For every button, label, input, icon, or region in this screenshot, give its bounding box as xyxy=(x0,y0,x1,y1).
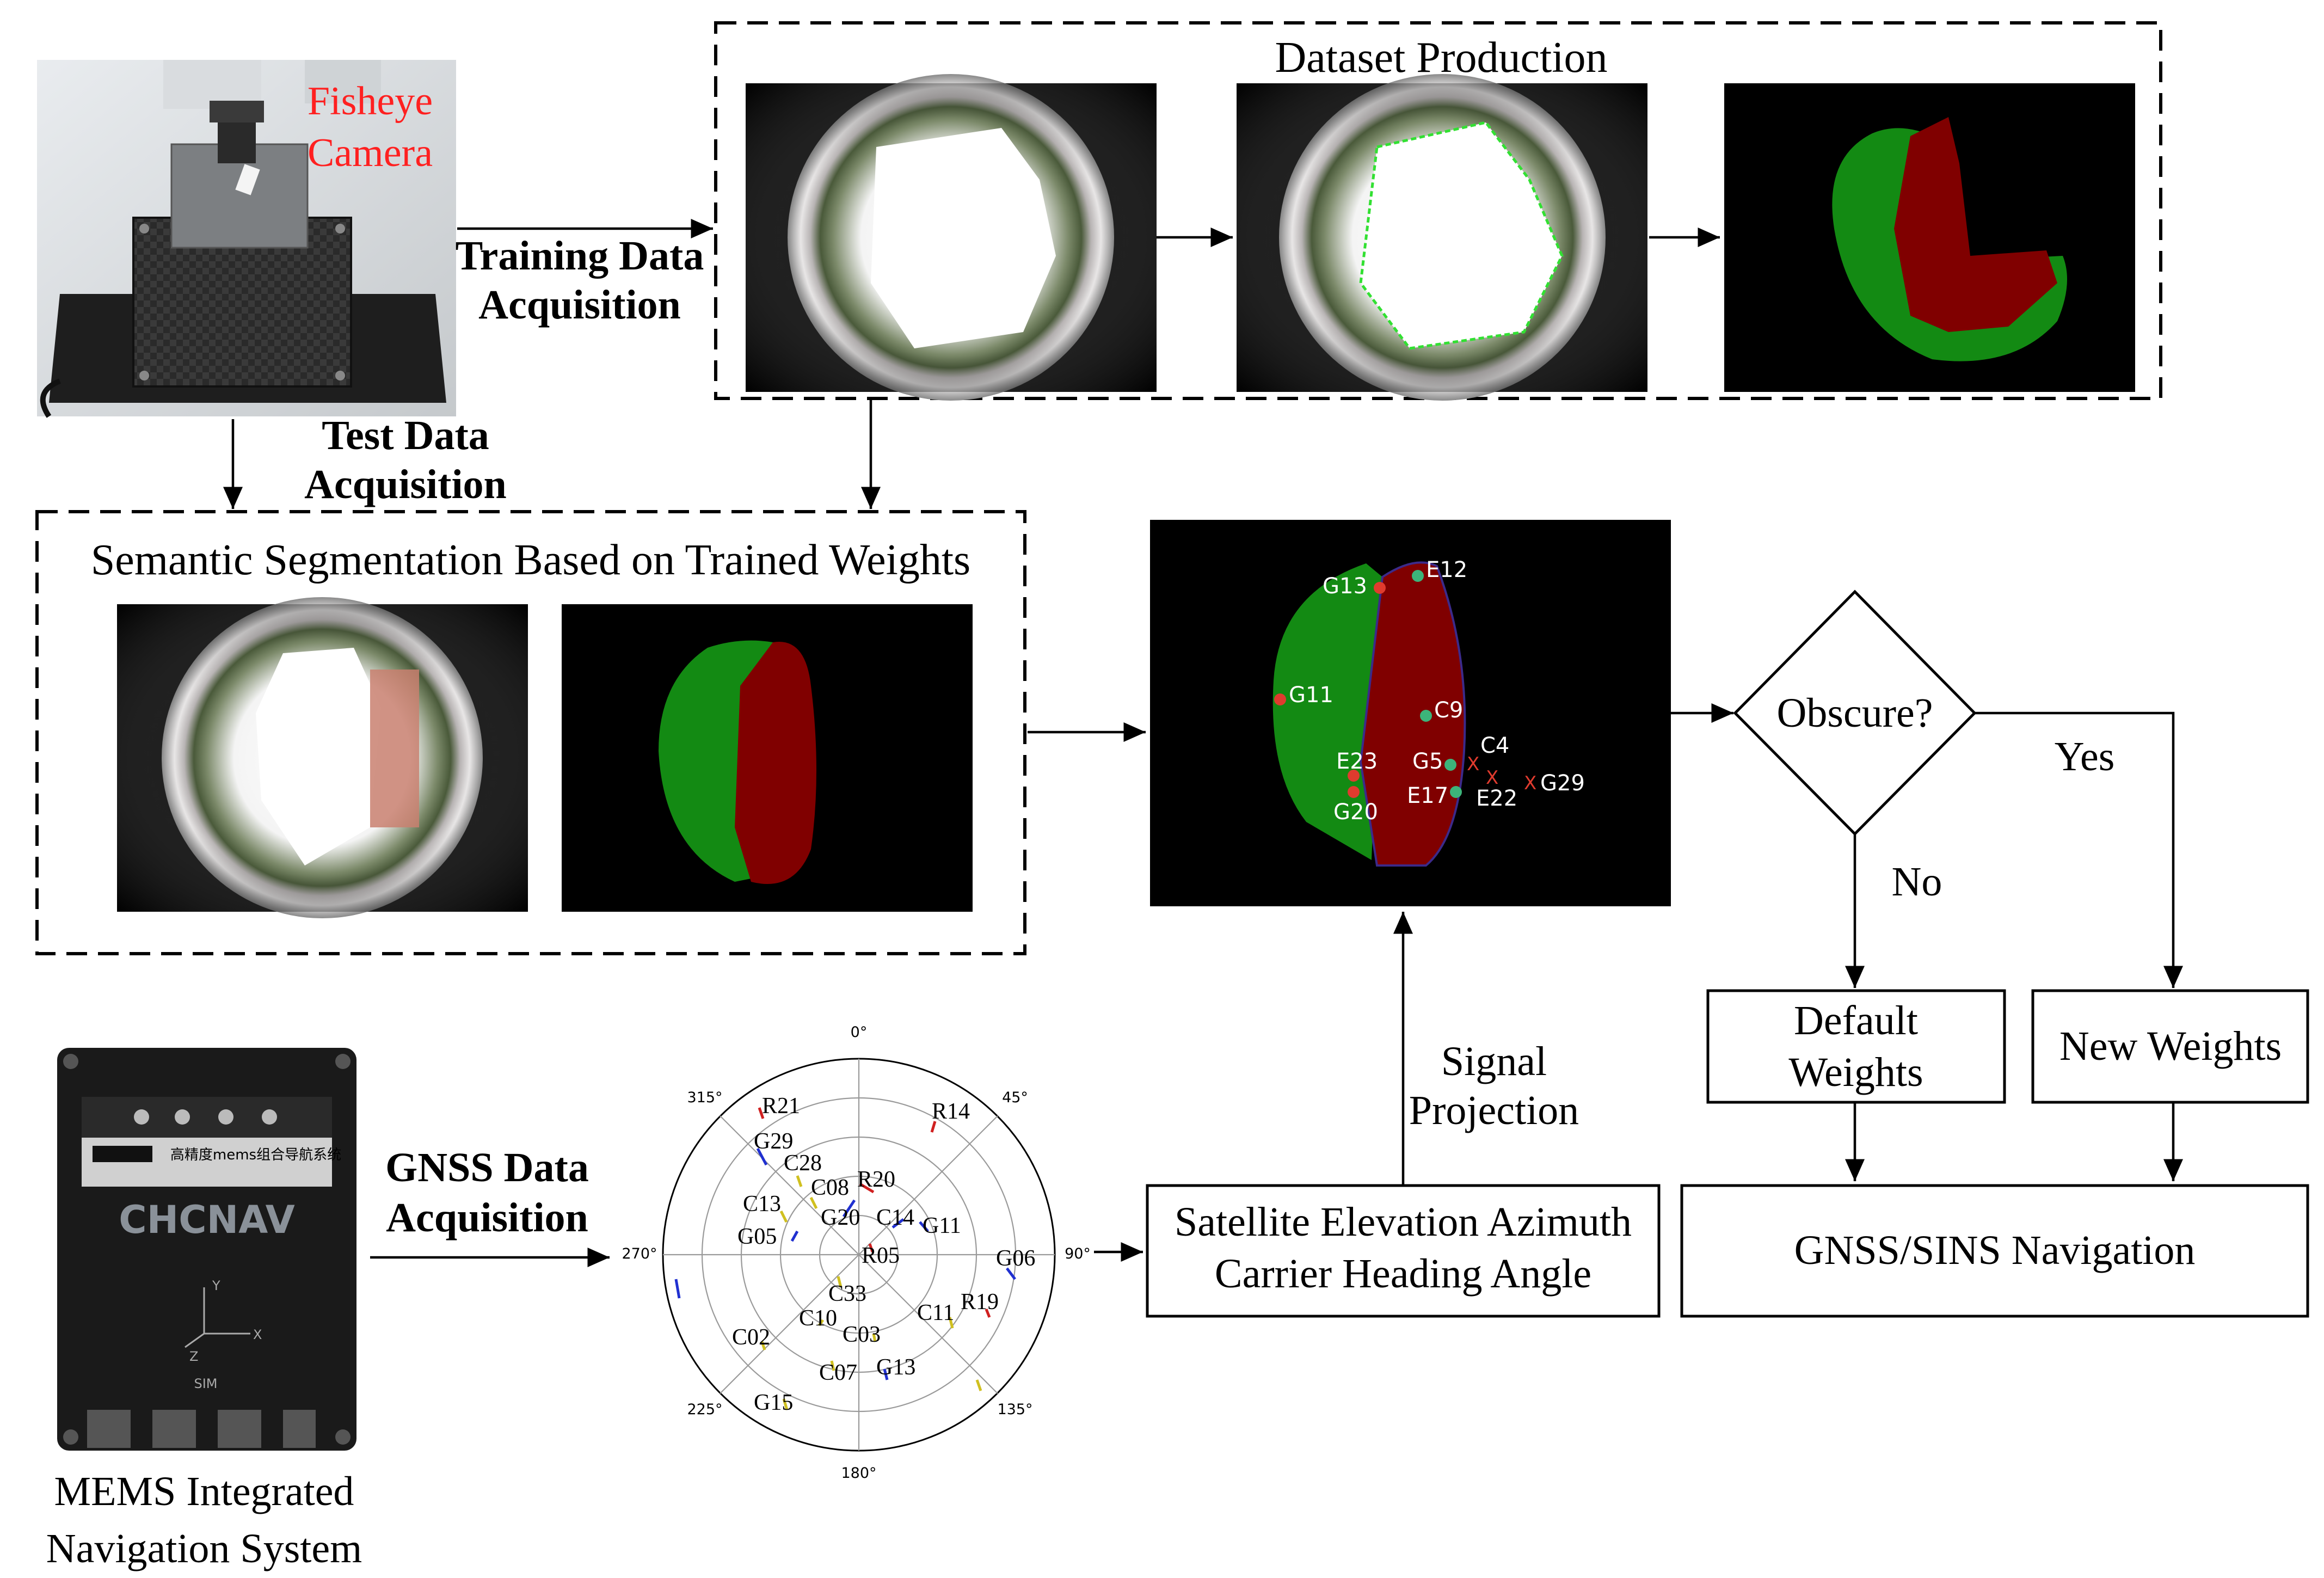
yes-branch-arrow xyxy=(1975,711,2183,988)
sat-r19: R19 xyxy=(961,1290,999,1315)
sat-r21: R21 xyxy=(762,1094,800,1119)
device-axis-x: X xyxy=(253,1327,262,1342)
dataset-production-title: Dataset Production xyxy=(1275,34,1608,82)
fisheye-camera-photo: Fisheye Camera xyxy=(37,60,456,418)
label-e22: E22 xyxy=(1476,786,1517,811)
obscure-question: Obscure? xyxy=(1777,690,1933,736)
label-g29: G29 xyxy=(1540,771,1585,796)
no-label: No xyxy=(1892,859,1942,905)
device-brand: CHCNAV xyxy=(119,1198,295,1242)
tick-135: 135° xyxy=(997,1401,1032,1418)
tick-0: 0° xyxy=(851,1024,868,1041)
sat-c33: C33 xyxy=(828,1281,866,1306)
gnss-data-label-line2: Acquisition xyxy=(386,1195,588,1241)
satellite-box-line2: Carrier Heading Angle xyxy=(1215,1251,1591,1297)
dataset-annotated-image xyxy=(1237,74,1647,401)
satellite-elevation-box xyxy=(1146,1184,1661,1318)
tick-270: 270° xyxy=(622,1245,657,1262)
signal-projection-line2: Projection xyxy=(1409,1088,1579,1133)
sat-c02: C02 xyxy=(732,1325,770,1350)
satellite-skyplot: 0° 45° 90° 135° 180° 225° 270° 315° xyxy=(622,1024,1090,1482)
signal-projection-line1: Signal xyxy=(1441,1039,1547,1084)
dataset-fisheye-image xyxy=(746,74,1157,401)
sat-r05: R05 xyxy=(862,1243,900,1268)
test-data-label-line1: Test Data xyxy=(322,413,489,458)
new-weights-label: New Weights xyxy=(2059,1023,2282,1069)
marker-g11 xyxy=(1274,693,1286,705)
segmentation-frame xyxy=(35,510,1026,955)
marker-g5 xyxy=(1444,759,1456,771)
label-c4: C4 xyxy=(1480,733,1509,758)
camera-label-line2: Camera xyxy=(308,131,433,175)
sat-g20: G20 xyxy=(821,1205,860,1230)
training-data-label-line1: Training Data xyxy=(456,233,704,279)
segmentation-mask-image xyxy=(562,604,973,912)
sat-g29: G29 xyxy=(754,1129,793,1154)
gnss-data-label-line1: GNSS Data xyxy=(385,1145,589,1190)
tick-45: 45° xyxy=(1002,1089,1028,1106)
mems-device-photo: 高精度mems组合导航系统 CHCNAV Y X Z SIM xyxy=(57,1048,356,1451)
marker-e23 xyxy=(1348,770,1360,782)
sat-g06: G06 xyxy=(996,1246,1035,1271)
sat-c10: C10 xyxy=(799,1306,837,1331)
test-data-label-line2: Acquisition xyxy=(304,462,507,507)
tick-180: 180° xyxy=(841,1465,876,1482)
tick-225: 225° xyxy=(687,1401,722,1418)
new-weights-box xyxy=(2031,989,2309,1104)
sat-g15: G15 xyxy=(754,1390,793,1415)
label-e12: E12 xyxy=(1426,557,1467,582)
device-sim-label: SIM xyxy=(194,1376,217,1391)
dataset-mask-image xyxy=(1724,83,2135,392)
marker-c9 xyxy=(1420,710,1432,722)
label-e17: E17 xyxy=(1407,783,1448,808)
training-data-label-line2: Acquisition xyxy=(478,282,681,328)
sat-c03: C03 xyxy=(843,1322,881,1347)
sat-c28: C28 xyxy=(784,1151,822,1176)
label-g11: G11 xyxy=(1289,683,1333,708)
sat-r20: R20 xyxy=(857,1167,895,1192)
marker-c4-x: X xyxy=(1467,753,1479,775)
satellite-box-line1: Satellite Elevation Azimuth xyxy=(1175,1199,1632,1245)
projection-markers: G13 E12 G11 C9 X C4 G5 E23 X E22 X G29 E… xyxy=(1274,557,1585,825)
default-weights-line2: Weights xyxy=(1788,1049,1923,1095)
default-weights-line1: Default xyxy=(1794,998,1918,1043)
yes-label: Yes xyxy=(2055,734,2115,779)
camera-label-line1: Fisheye xyxy=(308,79,433,124)
sat-r14: R14 xyxy=(932,1099,970,1124)
sat-c13: C13 xyxy=(743,1192,781,1217)
segmentation-fisheye-image xyxy=(117,597,528,918)
gnss-sins-navigation-box xyxy=(1680,1184,2309,1318)
sat-c07: C07 xyxy=(819,1360,857,1385)
device-axis-z: Z xyxy=(189,1349,198,1364)
label-g13: G13 xyxy=(1323,574,1367,599)
label-g20: G20 xyxy=(1333,800,1378,825)
label-c9: C9 xyxy=(1434,698,1463,723)
sat-c11: C11 xyxy=(917,1300,954,1325)
signal-projection-image xyxy=(1150,520,1671,906)
gnss-sins-navigation-label: GNSS/SINS Navigation xyxy=(1794,1227,2196,1273)
tick-90: 90° xyxy=(1065,1245,1091,1262)
default-weights-box xyxy=(1706,989,2006,1104)
label-e23: E23 xyxy=(1336,749,1378,774)
sat-g13: G13 xyxy=(876,1355,915,1380)
tick-315: 315° xyxy=(687,1089,722,1106)
marker-e22-x: X xyxy=(1486,767,1498,789)
marker-g13 xyxy=(1374,582,1386,594)
sat-c14: C14 xyxy=(876,1205,914,1230)
sat-g05: G05 xyxy=(737,1224,777,1249)
marker-e17 xyxy=(1450,786,1462,798)
marker-e12 xyxy=(1412,570,1424,582)
device-product-text: 高精度mems组合导航系统 xyxy=(170,1147,341,1163)
label-g5: G5 xyxy=(1412,749,1443,774)
marker-g20 xyxy=(1348,786,1360,798)
sat-g11: G11 xyxy=(923,1213,961,1238)
device-axis-y: Y xyxy=(212,1278,220,1293)
marker-g29-x: X xyxy=(1524,772,1536,794)
device-name-line2: Navigation System xyxy=(46,1526,362,1571)
sat-c08: C08 xyxy=(811,1175,849,1200)
segmentation-title: Semantic Segmentation Based on Trained W… xyxy=(91,536,970,584)
device-name-line1: MEMS Integrated xyxy=(54,1469,354,1514)
